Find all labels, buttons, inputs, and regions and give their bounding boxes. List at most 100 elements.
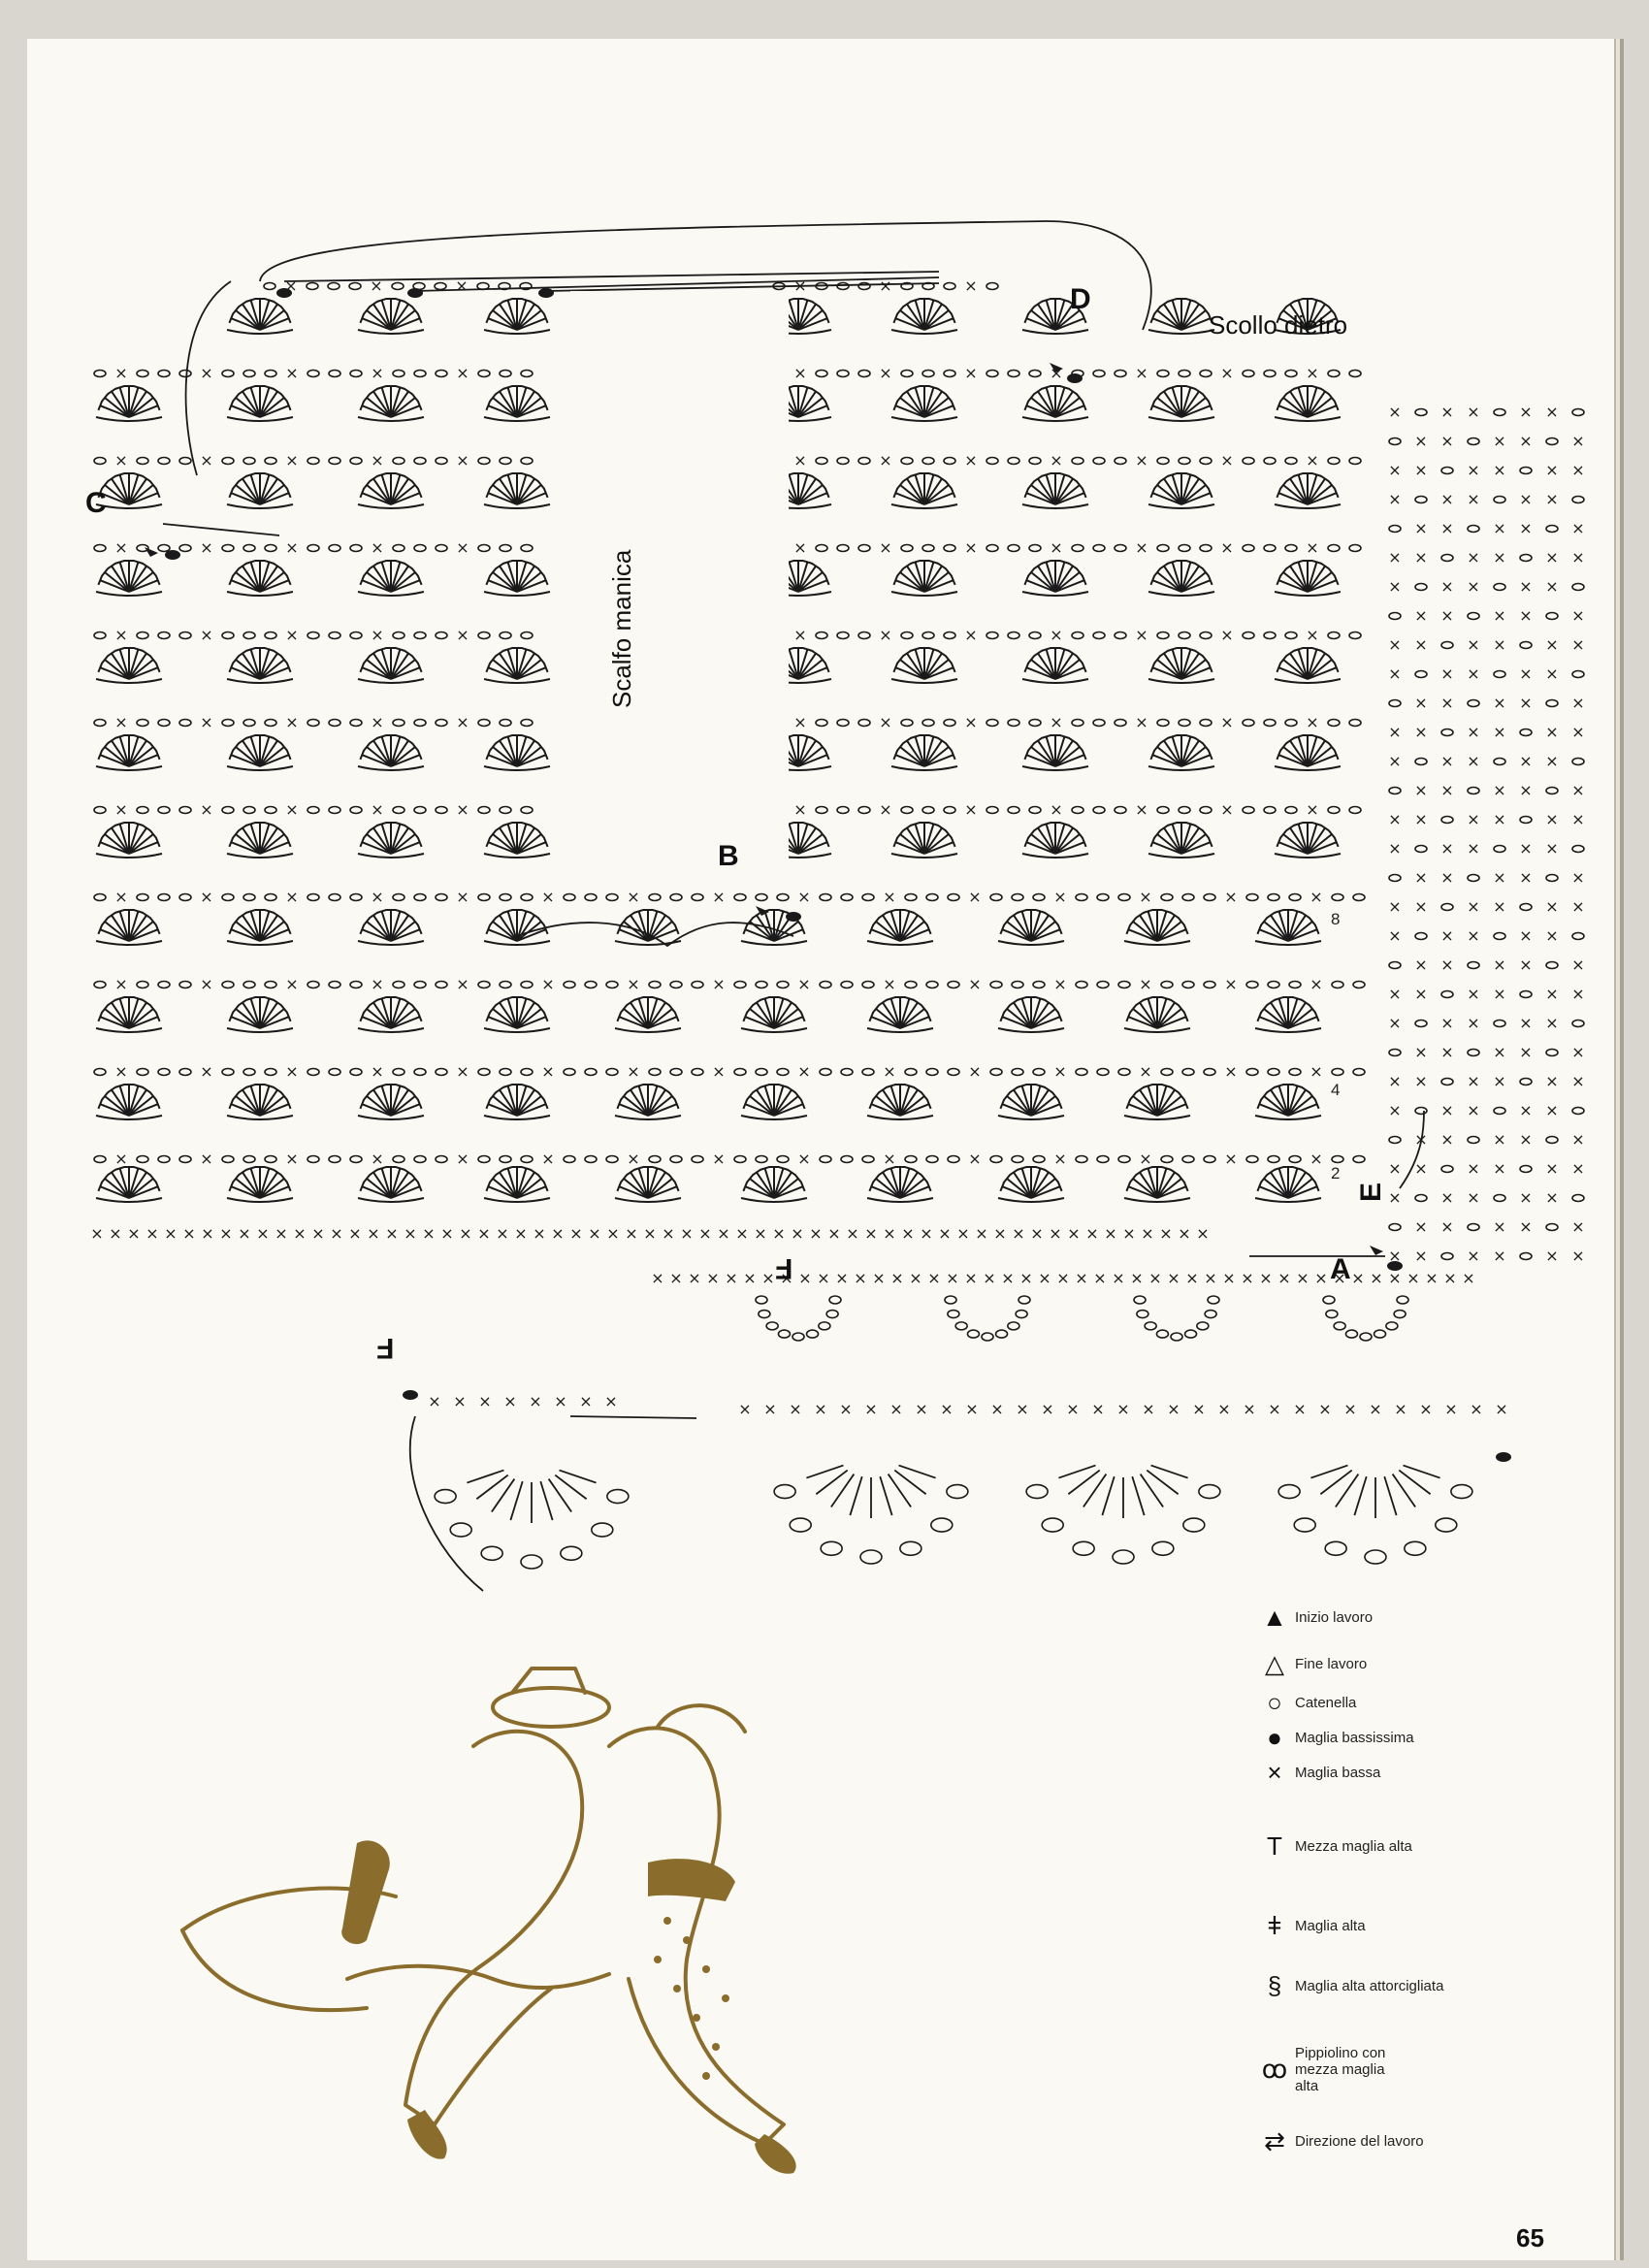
- start-marker-arrow: [1050, 363, 1063, 373]
- single-crochet-mark: ×: [1196, 1224, 1209, 1243]
- single-crochet-mark: ×: [114, 1062, 127, 1081]
- single-crochet-mark: ×: [456, 800, 469, 819]
- single-crochet-mark: ×: [1293, 1400, 1306, 1418]
- single-crochet-mark: ×: [1467, 1101, 1479, 1119]
- legend-item: ▲ Inizio lavoro: [1254, 1603, 1373, 1633]
- chain-stitch-mark: [477, 456, 491, 466]
- chain-stitch-mark: [136, 718, 149, 728]
- single-crochet-mark: ×: [1277, 1269, 1290, 1287]
- picot-loop-mark: [966, 1329, 981, 1339]
- chain-stitch-mark: [349, 631, 363, 640]
- edging-stitch-mark: [815, 1469, 849, 1495]
- single-crochet-mark: ×: [1519, 664, 1532, 683]
- chain-stitch-mark: [349, 980, 363, 989]
- edging-picot-mark: [1364, 1549, 1387, 1565]
- chain-stitch-mark: [178, 892, 192, 902]
- chain-stitch-mark: [989, 980, 1003, 989]
- chain-stitch-mark: [413, 718, 427, 728]
- chain-stitch-mark: [520, 805, 534, 815]
- shell-stitch-fan: [1021, 384, 1089, 422]
- chain-stitch-mark: [1331, 1154, 1344, 1164]
- chain-stitch-mark: [1284, 456, 1298, 466]
- single-crochet-mark: ×: [1310, 975, 1322, 993]
- slip-stitch-dot: [786, 912, 801, 922]
- single-crochet-mark: ×: [1093, 1269, 1106, 1287]
- single-crochet-mark: ×: [968, 1150, 981, 1168]
- chain-stitch-mark: [1414, 1019, 1428, 1028]
- chain-stitch-mark: [1071, 805, 1084, 815]
- edging-stitch-mark: [879, 1475, 893, 1516]
- shell-stitch-fan: [1274, 384, 1342, 422]
- single-crochet-mark: ×: [879, 364, 891, 382]
- edging-picot-mark: [1072, 1540, 1095, 1557]
- single-crochet-mark: ×: [1571, 432, 1584, 450]
- chain-stitch-mark: [986, 456, 999, 466]
- single-crochet-mark: ×: [1050, 451, 1062, 470]
- single-crochet-mark: ×: [1220, 538, 1233, 557]
- single-crochet-mark: ×: [1053, 1062, 1066, 1081]
- single-crochet-mark: ×: [1406, 1269, 1419, 1287]
- shell-stitch-fan: [357, 471, 425, 509]
- chain-stitch-mark: [900, 543, 914, 553]
- picot-loop-mark: [755, 1295, 768, 1305]
- work-direction-line: [283, 271, 940, 282]
- picot-loop-mark: [1359, 1332, 1373, 1342]
- chain-stitch-mark: [1075, 1067, 1088, 1077]
- chain-stitch-mark: [776, 1154, 790, 1164]
- chain-stitch-mark: [435, 980, 448, 989]
- chain-stitch-mark: [392, 1154, 405, 1164]
- chain-stitch-mark: [434, 281, 447, 291]
- chain-stitch-mark: [520, 456, 534, 466]
- single-crochet-mark: ×: [743, 1269, 756, 1287]
- chain-stitch-mark: [157, 1067, 171, 1077]
- single-crochet-mark: ×: [1519, 577, 1532, 596]
- single-crochet-mark: ×: [1204, 1269, 1216, 1287]
- chain-stitch-mark: [1156, 543, 1170, 553]
- picot-loop-mark: [1170, 1332, 1183, 1342]
- chain-stitch-mark: [986, 543, 999, 553]
- single-crochet-mark: ×: [311, 1224, 324, 1243]
- chain-stitch-mark: [669, 980, 683, 989]
- shell-stitch-fan: [740, 995, 808, 1033]
- chain-stitch-mark: [857, 631, 871, 640]
- edging-stitch-mark: [467, 1469, 504, 1484]
- single-crochet-mark: ×: [456, 1062, 469, 1081]
- chain-stitch-mark: [221, 718, 235, 728]
- edging-stitch-mark: [547, 1478, 572, 1513]
- single-crochet-mark: ×: [371, 364, 383, 382]
- single-crochet-mark: ×: [456, 538, 469, 557]
- shell-stitch-fan: [890, 646, 958, 684]
- slip-stitch-dot: [165, 550, 180, 560]
- chain-stitch-mark: [1092, 456, 1106, 466]
- chain-stitch-mark: [391, 281, 404, 291]
- single-crochet-mark: ×: [1440, 926, 1453, 945]
- single-crochet-mark: ×: [1493, 723, 1505, 741]
- work-direction-line: [259, 220, 1152, 331]
- single-crochet-mark: ×: [1440, 1043, 1453, 1061]
- shell-stitch-fan: [866, 995, 934, 1033]
- single-crochet-mark: ×: [1440, 432, 1453, 450]
- edging-stitch-mark: [1310, 1464, 1348, 1479]
- chain-stitch-mark: [1114, 631, 1127, 640]
- chain-stitch-mark: [1075, 892, 1088, 902]
- single-crochet-mark: ×: [285, 1150, 298, 1168]
- chain-stitch-mark: [1092, 543, 1106, 553]
- chain-stitch-mark: [477, 805, 491, 815]
- shell-stitch-fan: [614, 995, 682, 1033]
- chain-stitch-mark: [819, 1067, 832, 1077]
- single-crochet-mark: ×: [1414, 548, 1427, 567]
- single-crochet-mark: ×: [478, 1392, 491, 1410]
- single-crochet-mark: ×: [1493, 1159, 1505, 1178]
- single-crochet-mark: ×: [1519, 519, 1532, 537]
- single-crochet-mark: ×: [114, 364, 127, 382]
- single-crochet-mark: ×: [956, 1224, 969, 1243]
- single-crochet-mark: ×: [1142, 1400, 1154, 1418]
- chain-stitch-mark: [242, 631, 256, 640]
- single-crochet-mark: ×: [371, 451, 383, 470]
- single-crochet-mark: ×: [1545, 723, 1558, 741]
- chain-stitch-mark: [1545, 960, 1559, 970]
- chain-stitch-mark: [307, 980, 320, 989]
- shell-stitch-fan: [483, 733, 551, 771]
- letter-f-2: F: [376, 1332, 395, 1364]
- single-crochet-mark: ×: [964, 713, 977, 731]
